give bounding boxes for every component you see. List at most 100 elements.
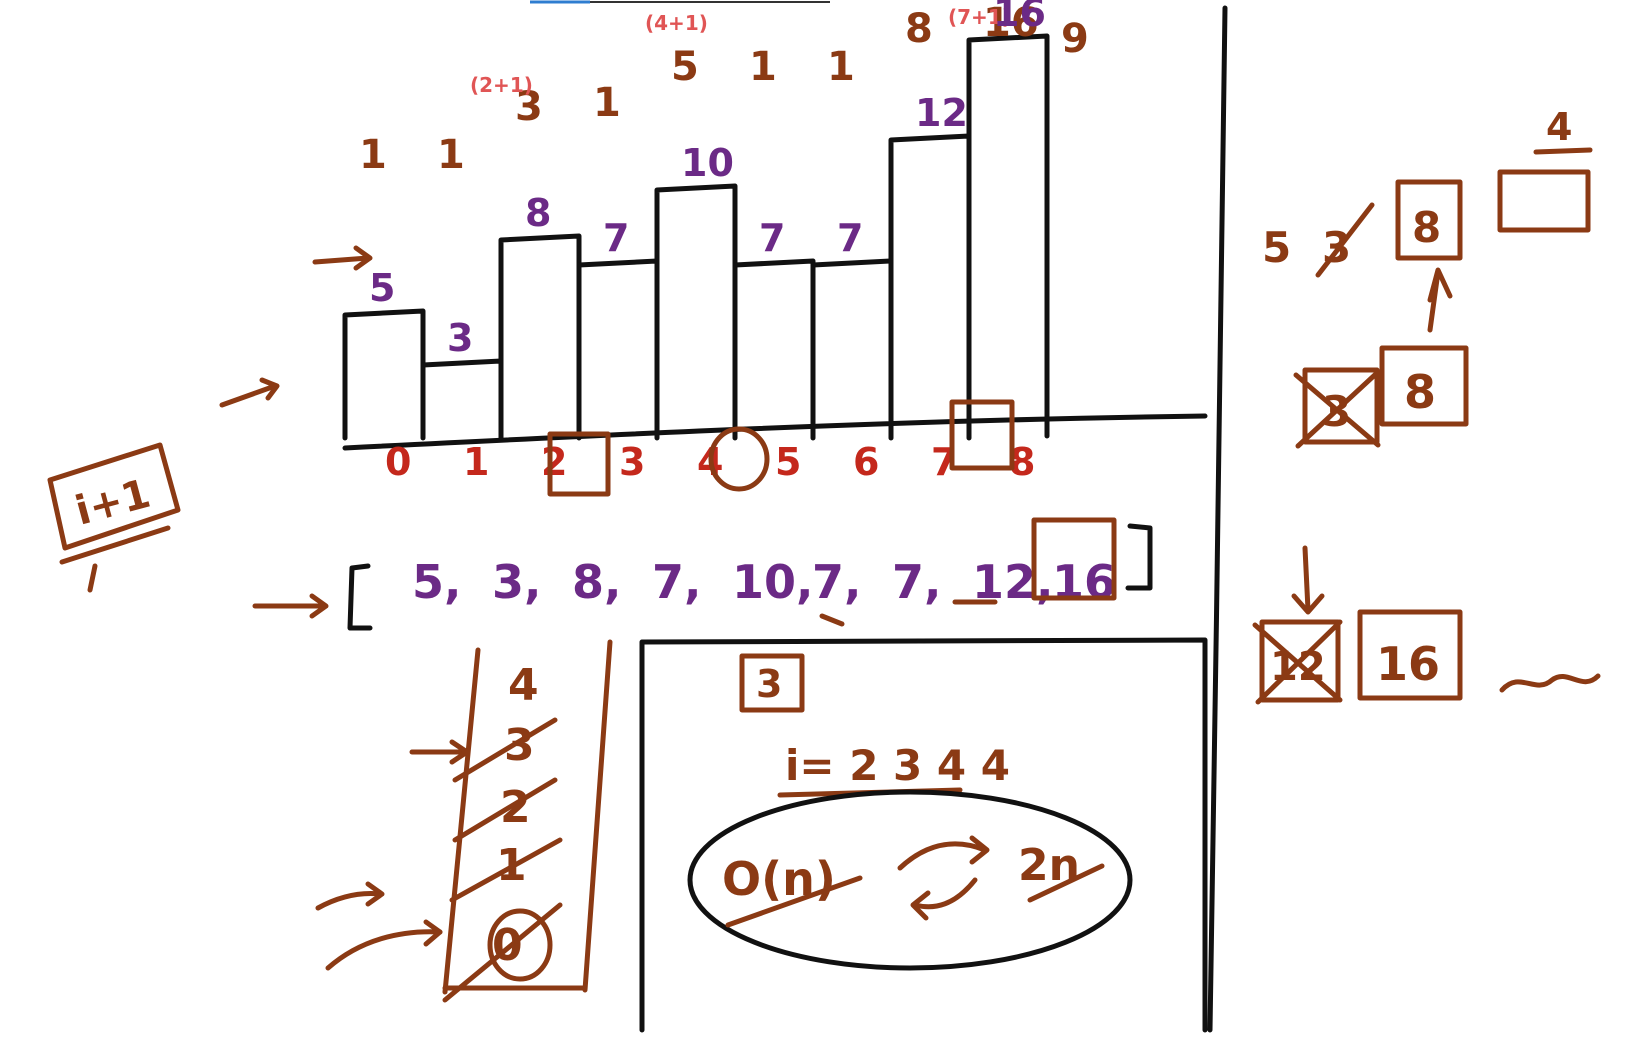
array-value: 5,	[412, 555, 461, 609]
array-value: 7,	[812, 555, 861, 609]
right-row2-box-8	[1379, 345, 1469, 427]
right-row1-val-2: 8	[1412, 203, 1441, 252]
index-label: 2	[541, 440, 567, 484]
swap-arrow-bottom-head	[910, 890, 931, 921]
i-plus-one-label: i+1	[71, 471, 155, 535]
complexity-ellipse	[687, 789, 1133, 971]
bar-value-label: 8	[525, 191, 551, 235]
swap-arrow-top	[897, 841, 988, 871]
right-panel: 5 3 8 4 3 8 12 16	[1252, 105, 1601, 705]
count-note-2: (4+1)	[645, 11, 708, 35]
right-up-arrow-shaft	[1427, 269, 1441, 333]
count-label: 16	[983, 0, 1039, 46]
bar-value-label: 7	[837, 216, 863, 260]
arrow-to-bars-head	[353, 245, 373, 271]
inner-frame	[639, 637, 1208, 1033]
right-row3-strike-b	[1255, 619, 1343, 705]
count-label: 1	[359, 132, 387, 178]
count-label: 1	[827, 44, 855, 90]
histogram-bar	[420, 358, 504, 441]
arrow-left-mid	[219, 383, 278, 408]
right-row1-val-0: 5	[1262, 223, 1291, 272]
stack-entry: 0	[492, 920, 523, 971]
histogram-bars	[342, 33, 1050, 441]
count-label: 3	[515, 84, 543, 130]
histogram-bar	[498, 233, 582, 441]
stack-entry: 3	[504, 720, 535, 771]
right-row1-box-8	[1395, 179, 1463, 261]
histogram-bar	[810, 258, 894, 441]
right-down-arrow	[1302, 545, 1311, 613]
small-pointer	[819, 613, 845, 627]
array-value: 3,	[492, 555, 541, 609]
array-close-bracket	[1125, 523, 1153, 591]
histogram-bar	[654, 183, 738, 441]
bar-value-label: 5	[369, 266, 395, 310]
i-plus-one-box: i+1	[47, 442, 181, 593]
stack-arrow-bottom-head	[423, 919, 443, 947]
count-label: 1	[749, 44, 777, 90]
bar-value-label: 7	[759, 216, 785, 260]
histogram-bar	[732, 258, 816, 441]
stack-entry: 2	[500, 782, 531, 833]
right-row2-strike-b	[1295, 369, 1381, 449]
stack-entry: 1	[496, 840, 527, 891]
bar-value-label: 7	[603, 216, 629, 260]
stack-drawing	[442, 639, 613, 1003]
stack-values: 4 3 2 1 0	[492, 660, 539, 971]
right-row3-box-12	[1259, 619, 1341, 703]
array-open-bracket	[347, 563, 373, 631]
index-box-7	[949, 399, 1015, 471]
stack-arrow-mid-head	[365, 881, 385, 907]
array-values: 5,3,8,7,10,7,7,12,16	[412, 555, 1116, 609]
histogram-axis	[342, 413, 1208, 451]
count-note-1: (2+1)	[470, 73, 533, 97]
right-row1-underline	[1533, 147, 1593, 155]
array-value: 10,	[732, 555, 814, 609]
array-value: 16	[1052, 555, 1116, 609]
stack-arrow-top-head	[449, 739, 470, 765]
array-arrow-head	[309, 593, 329, 619]
stack-arrow-bottom	[325, 929, 443, 971]
right-row1-box-scribble	[1497, 169, 1591, 233]
right-row1-val-3: 4	[1546, 105, 1572, 149]
bar-value-label: 16	[993, 0, 1046, 35]
bar-value-label: 3	[447, 316, 473, 360]
arrow-left-mid-head	[259, 377, 280, 401]
histogram-bar	[342, 308, 426, 441]
count-label: 8	[905, 6, 933, 52]
right-row2-box-3	[1302, 367, 1380, 445]
complexity-label: O(n)	[722, 852, 836, 906]
array-box-16	[1031, 517, 1117, 601]
bar-value-label: 10	[681, 141, 734, 185]
histogram-bar	[576, 258, 660, 441]
histogram-bar	[888, 133, 972, 441]
arrow-to-bars	[312, 255, 371, 265]
i-trace: i= 2 3 4 4	[785, 741, 1010, 790]
stack-arrow-mid	[315, 891, 383, 911]
right-row3-val-1: 16	[1376, 637, 1440, 691]
vertical-divider-line	[1207, 5, 1228, 1033]
swap-arrow-bottom	[912, 877, 978, 910]
right-down-arrow-head	[1291, 593, 1325, 615]
two-n-underline	[1027, 863, 1105, 903]
count-note-3: (7+1)	[948, 5, 1011, 29]
count-label: 5	[671, 44, 699, 90]
boxed-three-frame	[739, 653, 805, 713]
array-value: 7,	[892, 555, 941, 609]
array-value: 8,	[572, 555, 621, 609]
index-label: 3	[619, 440, 645, 484]
array-value: 7,	[652, 555, 701, 609]
histogram-bar	[966, 33, 1050, 441]
right-squiggle	[1499, 673, 1601, 693]
right-row2-val-1: 8	[1404, 365, 1436, 419]
right-row1-strike	[1315, 202, 1375, 278]
index-label: 5	[775, 440, 801, 484]
index-label: 0	[385, 440, 411, 484]
stack-entry: 4	[508, 660, 539, 711]
index-circle-4	[708, 426, 770, 492]
swap-arrow-top-head	[969, 835, 990, 865]
